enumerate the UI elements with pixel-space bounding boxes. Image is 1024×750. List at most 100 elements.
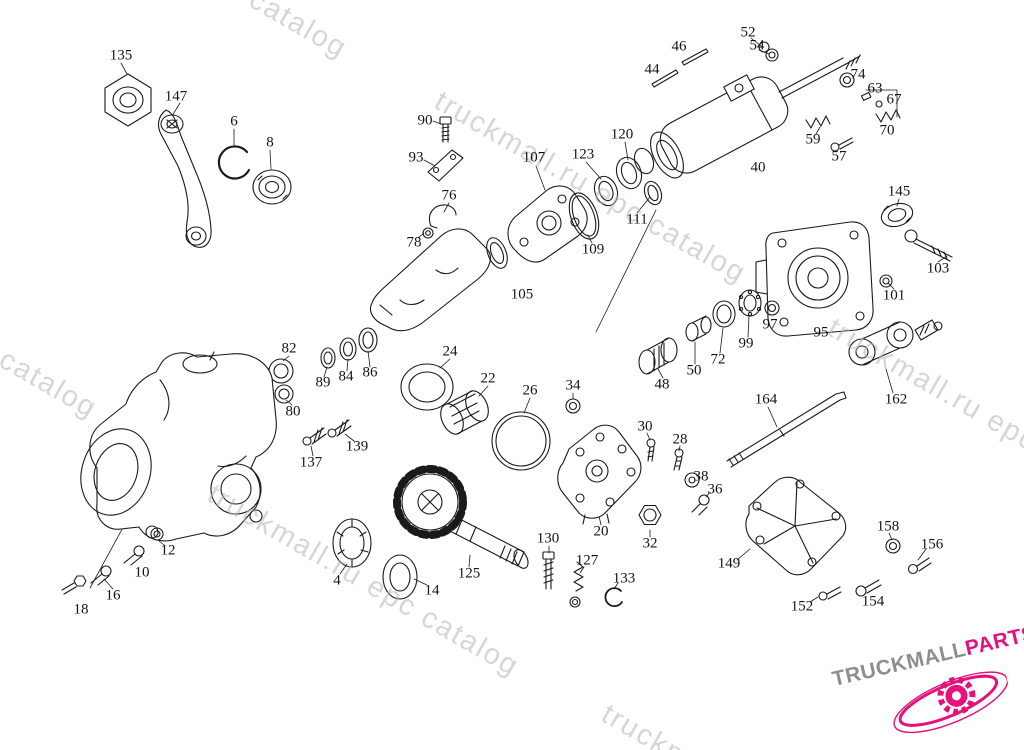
part-drawing-72 — [712, 300, 736, 328]
part-label-20[interactable]: 20 — [593, 523, 609, 540]
part-drawing-52-54 — [758, 41, 779, 62]
part-label-52[interactable]: 52 — [740, 24, 756, 41]
part-label-84[interactable]: 84 — [338, 368, 354, 385]
part-label-101[interactable]: 101 — [882, 287, 906, 304]
part-label-127[interactable]: 127 — [575, 552, 599, 569]
part-label-63[interactable]: 63 — [867, 80, 883, 97]
part-label-22[interactable]: 22 — [480, 370, 496, 387]
gear-swoosh-icon — [893, 671, 1009, 734]
part-drawing-38 — [684, 472, 700, 488]
part-drawing-164 — [726, 391, 847, 468]
part-label-152[interactable]: 152 — [790, 598, 814, 615]
part-label-120[interactable]: 120 — [610, 126, 634, 143]
part-label-93[interactable]: 93 — [408, 149, 424, 166]
part-label-156[interactable]: 156 — [920, 536, 944, 553]
part-label-38[interactable]: 38 — [693, 468, 709, 485]
part-label-154[interactable]: 154 — [861, 593, 885, 610]
part-label-137[interactable]: 137 — [299, 454, 323, 471]
part-label-44[interactable]: 44 — [644, 61, 660, 78]
logo: TRUCKMALLPARTS — [830, 622, 1024, 750]
part-label-125[interactable]: 125 — [457, 565, 481, 582]
part-label-67[interactable]: 67 — [886, 91, 902, 108]
part-label-89[interactable]: 89 — [315, 374, 331, 391]
part-drawing-156 — [907, 557, 932, 575]
part-drawing-16 — [90, 565, 112, 586]
part-drawing-93 — [427, 149, 464, 182]
part-drawing-137 — [302, 427, 327, 446]
part-label-99[interactable]: 99 — [738, 335, 754, 352]
part-label-97[interactable]: 97 — [762, 316, 778, 333]
part-drawing-8 — [252, 169, 292, 205]
part-label-80[interactable]: 80 — [285, 403, 301, 420]
part-drawing-18 — [61, 575, 87, 595]
part-drawing-14 — [382, 554, 418, 600]
part-label-147[interactable]: 147 — [164, 88, 188, 105]
part-label-32[interactable]: 32 — [642, 535, 658, 552]
part-label-40[interactable]: 40 — [750, 159, 766, 176]
part-drawing-89 — [320, 347, 336, 369]
part-label-57[interactable]: 57 — [831, 148, 847, 165]
part-drawing-20 — [557, 424, 642, 525]
part-label-18[interactable]: 18 — [73, 601, 89, 618]
part-label-86[interactable]: 86 — [362, 364, 378, 381]
part-label-162[interactable]: 162 — [884, 391, 908, 408]
part-label-95[interactable]: 95 — [813, 324, 829, 341]
part-label-30[interactable]: 30 — [637, 418, 653, 435]
part-label-36[interactable]: 36 — [707, 481, 723, 498]
part-label-46[interactable]: 46 — [671, 38, 687, 55]
part-label-139[interactable]: 139 — [345, 438, 369, 455]
part-label-12[interactable]: 12 — [160, 542, 176, 559]
part-drawing-76 — [428, 204, 457, 229]
part-label-103[interactable]: 103 — [926, 260, 950, 277]
part-label-107[interactable]: 107 — [522, 149, 546, 166]
part-label-149[interactable]: 149 — [717, 555, 741, 572]
part-drawing-135 — [104, 73, 152, 127]
part-drawing-152 — [818, 586, 842, 601]
part-drawing-12 — [150, 527, 164, 541]
part-drawing-99 — [738, 289, 762, 317]
part-label-158[interactable]: 158 — [876, 518, 900, 535]
part-label-145[interactable]: 145 — [887, 183, 911, 200]
part-label-28[interactable]: 28 — [672, 431, 688, 448]
part-drawing-97 — [764, 300, 780, 316]
part-label-133[interactable]: 133 — [612, 570, 636, 587]
part-label-111[interactable]: 111 — [626, 211, 648, 228]
part-label-8[interactable]: 8 — [266, 134, 274, 151]
part-label-54[interactable]: 54 — [749, 37, 765, 54]
part-label-16[interactable]: 16 — [105, 587, 121, 604]
part-drawing-36 — [691, 494, 710, 516]
part-label-24[interactable]: 24 — [442, 343, 458, 360]
part-label-59[interactable]: 59 — [805, 131, 821, 148]
part-label-72[interactable]: 72 — [710, 351, 726, 368]
part-drawing-125 — [393, 465, 529, 569]
part-label-48[interactable]: 48 — [654, 376, 670, 393]
part-drawing-80 — [274, 384, 294, 404]
part-label-164[interactable]: 164 — [754, 391, 778, 408]
part-drawing-44-46 — [651, 48, 709, 88]
part-label-130[interactable]: 130 — [536, 530, 560, 547]
part-label-10[interactable]: 10 — [134, 564, 150, 581]
part-label-135[interactable]: 135 — [109, 47, 133, 64]
part-drawing-34 — [565, 398, 581, 414]
part-label-123[interactable]: 123 — [571, 146, 595, 163]
part-label-34[interactable]: 34 — [565, 377, 581, 394]
part-label-76[interactable]: 76 — [441, 187, 457, 204]
part-label-82[interactable]: 82 — [281, 340, 297, 357]
part-drawing-147 — [157, 109, 212, 248]
part-label-70[interactable]: 70 — [879, 122, 895, 139]
part-drawing-26 — [491, 411, 551, 471]
part-drawing-127 — [569, 561, 584, 608]
part-label-78[interactable]: 78 — [406, 234, 422, 251]
part-label-50[interactable]: 50 — [686, 362, 702, 379]
part-drawing-95 — [755, 221, 874, 337]
part-label-90[interactable]: 90 — [417, 112, 433, 129]
part-label-4[interactable]: 4 — [333, 572, 341, 589]
part-drawing-50 — [685, 315, 712, 342]
part-label-74[interactable]: 74 — [850, 66, 866, 83]
part-drawing-107 — [507, 185, 588, 263]
part-label-26[interactable]: 26 — [522, 382, 538, 399]
part-label-14[interactable]: 14 — [424, 582, 440, 599]
part-label-6[interactable]: 6 — [230, 113, 238, 130]
part-label-105[interactable]: 105 — [510, 286, 534, 303]
part-label-109[interactable]: 109 — [581, 241, 605, 258]
